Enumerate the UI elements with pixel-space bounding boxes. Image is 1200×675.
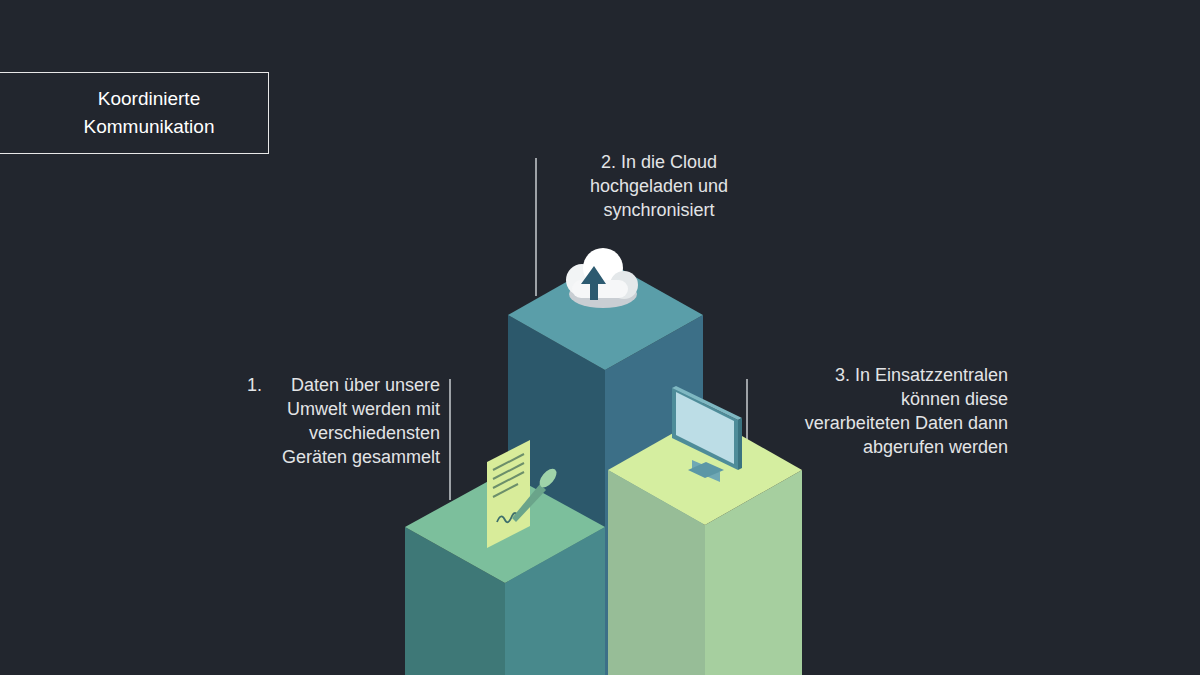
monitor-icon (672, 386, 742, 482)
step-note: 2. In die Cloud hochgeladen und synchron… (573, 150, 745, 222)
step-note: Daten über unsere Umwelt werden mit vers… (258, 373, 440, 469)
step-note: 3. In Einsatzzentralen können diese vera… (800, 363, 1008, 459)
callout-number: 1. (247, 373, 277, 397)
leader-line (535, 158, 537, 296)
cloud-icon (566, 248, 638, 308)
leader-line (449, 379, 451, 500)
document-icon (487, 440, 560, 548)
title-text: Koordinierte Kommunikation (34, 85, 234, 141)
leader-line (746, 379, 748, 440)
title-box: Koordinierte Kommunikation (0, 72, 269, 154)
